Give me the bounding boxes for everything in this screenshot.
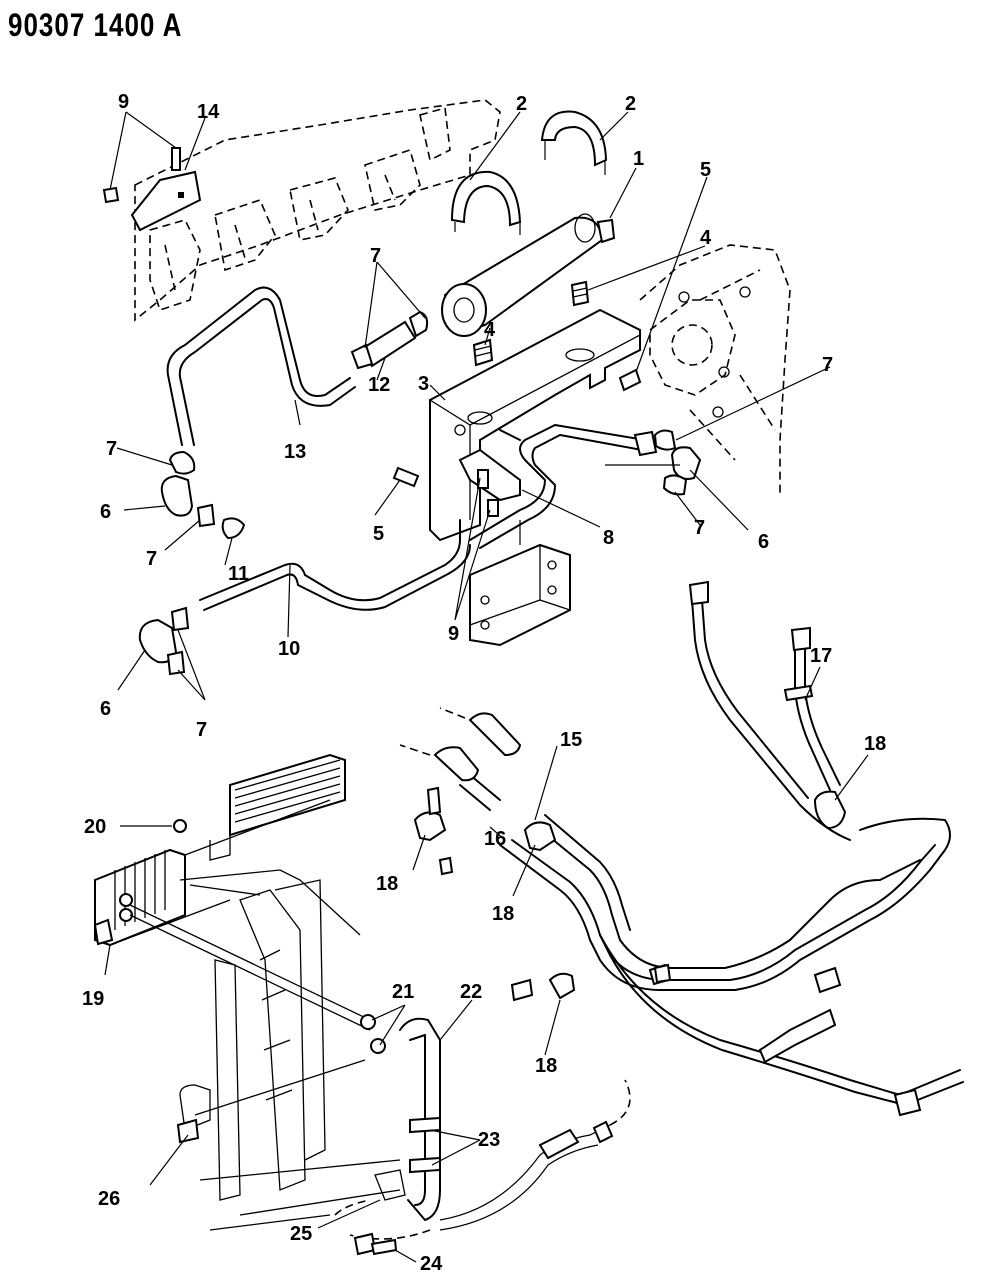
mounting-bracket bbox=[429, 308, 641, 542]
bolts bbox=[102, 147, 642, 517]
callout-5: 5 bbox=[373, 523, 384, 545]
leader-lines bbox=[104, 111, 869, 1263]
callout-7-bottom: 7 bbox=[196, 719, 207, 741]
bolt-24 bbox=[353, 1232, 398, 1256]
hose-22 bbox=[360, 1014, 441, 1221]
callout-3: 3 bbox=[418, 373, 429, 395]
cooler-lines-17 bbox=[688, 580, 851, 841]
engine-block bbox=[639, 244, 791, 495]
callout-12: 12 bbox=[368, 374, 390, 396]
radiator-support bbox=[129, 869, 406, 1231]
callout-20: 20 bbox=[84, 816, 106, 838]
callout-22: 22 bbox=[460, 981, 482, 1003]
callout-6-bottom: 6 bbox=[100, 698, 111, 720]
callout-18-right: 18 bbox=[864, 733, 886, 755]
document-id: 90307 1400 A bbox=[8, 6, 183, 44]
callout-18-b: 18 bbox=[492, 903, 514, 925]
callout-9-mid: 9 bbox=[448, 623, 459, 645]
callout-2: 2 bbox=[516, 93, 527, 115]
callout-16: 16 bbox=[484, 828, 506, 850]
exhaust-manifold bbox=[134, 99, 501, 322]
callout-15: 15 bbox=[560, 729, 582, 751]
retaining-straps bbox=[450, 110, 608, 235]
callout-10: 10 bbox=[278, 638, 300, 660]
callout-7-right-2: 7 bbox=[694, 517, 705, 539]
tube-12 bbox=[350, 310, 429, 370]
callout-6-left: 6 bbox=[100, 501, 111, 523]
callout-7-left: 7 bbox=[106, 438, 117, 460]
callout-26: 26 bbox=[98, 1188, 120, 1210]
callout-11: 11 bbox=[228, 563, 249, 585]
callout-18-c: 18 bbox=[535, 1055, 557, 1077]
line-clips bbox=[413, 786, 672, 1002]
callout-8: 8 bbox=[603, 527, 614, 549]
callout-21: 21 bbox=[392, 981, 414, 1003]
callout-7-right: 7 bbox=[822, 354, 833, 376]
callout-17: 17 bbox=[810, 645, 832, 667]
elbow-fittings bbox=[138, 429, 702, 676]
hose-13 bbox=[166, 286, 356, 446]
callout-2-right: 2 bbox=[625, 93, 636, 115]
callout-7-top: 7 bbox=[370, 245, 381, 267]
callout-19: 19 bbox=[82, 988, 104, 1010]
callout-18-a: 18 bbox=[376, 873, 398, 895]
tube-10 bbox=[199, 424, 658, 611]
callout-4-top: 4 bbox=[700, 227, 712, 249]
cooler-lines bbox=[399, 707, 964, 1117]
callout-6-right: 6 bbox=[758, 531, 769, 553]
callout-9: 9 bbox=[118, 91, 129, 113]
callout-labels: 9 14 2 2 1 5 4 7 4 3 12 13 7 7 6 7 11 5 … bbox=[82, 91, 886, 1275]
callout-5-top: 5 bbox=[700, 159, 711, 181]
callout-24: 24 bbox=[420, 1253, 443, 1275]
callout-4: 4 bbox=[484, 319, 496, 341]
callout-14: 14 bbox=[197, 101, 220, 123]
callout-1: 1 bbox=[633, 148, 644, 170]
lower-bracket-plate bbox=[469, 520, 571, 647]
hose-23 bbox=[334, 1079, 631, 1240]
callout-13: 13 bbox=[284, 441, 306, 463]
callout-7-left-2: 7 bbox=[146, 548, 157, 570]
oil-cooler-canister bbox=[441, 213, 616, 337]
callout-25: 25 bbox=[290, 1223, 312, 1245]
callout-23: 23 bbox=[478, 1129, 500, 1151]
fittings bbox=[472, 280, 590, 367]
